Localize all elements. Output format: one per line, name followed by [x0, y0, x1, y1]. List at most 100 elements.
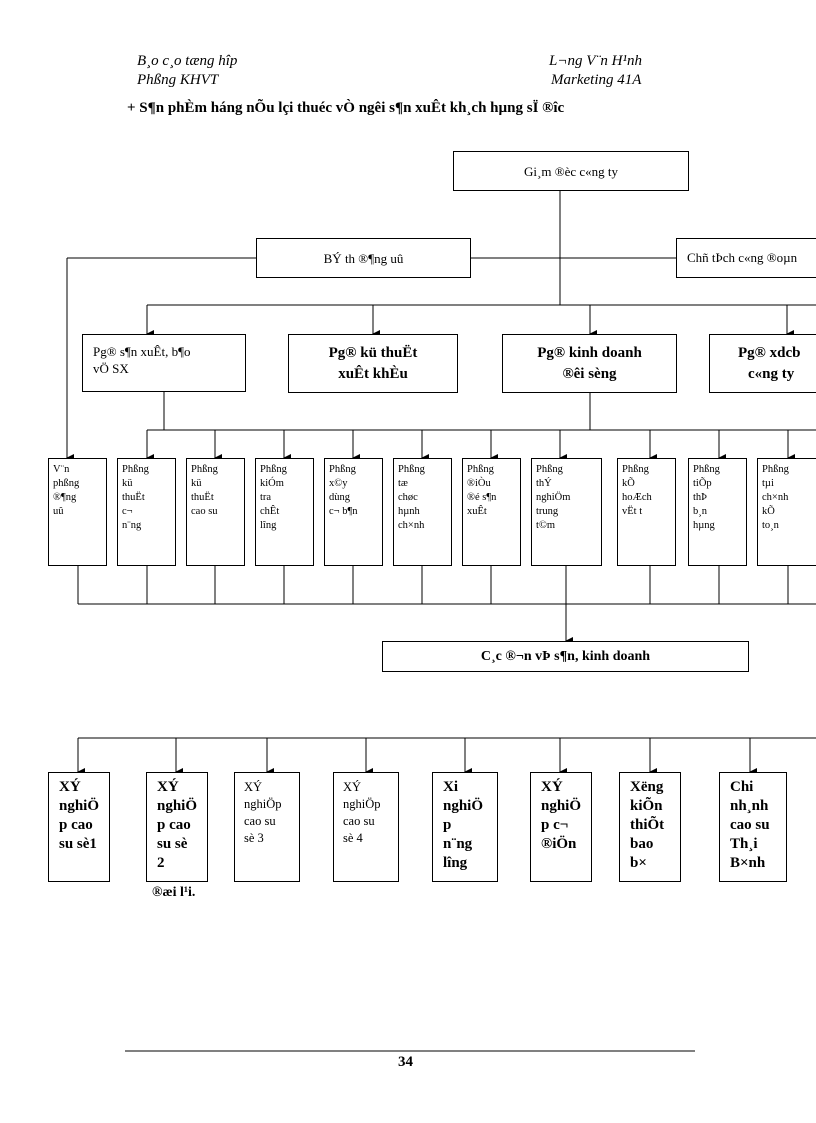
department-line: Phßng	[536, 464, 563, 475]
intro-text: + S¶n phÈm háng nÕu lçi thuéc vÒ ngêi s¶…	[127, 100, 565, 116]
enterprise-line: XÝ	[59, 779, 81, 795]
department-line: c¬ b¶n	[329, 506, 358, 517]
enterprise-line: B×nh	[730, 855, 766, 871]
department-box: V¨n phßng ®¶ng uû	[48, 458, 107, 566]
department-line: Phßng	[693, 464, 720, 475]
enterprise-line: Th¸i	[730, 836, 758, 852]
deputy-business-box: Pg® kinh doanh ®êi sèng	[502, 334, 677, 393]
department-line: dùng	[329, 492, 350, 503]
party-secretary-label: BÝ th ®¶ng uû	[323, 250, 404, 266]
enterprise-line: cao su	[244, 814, 276, 828]
enterprise-line: su sè	[157, 836, 188, 852]
enterprise-line: Xëng	[630, 779, 664, 795]
author-name: L¬ng V¨n H¹nh	[549, 53, 642, 69]
department-line: xuÊt	[467, 506, 487, 517]
department-line: x©y	[329, 478, 348, 489]
department-line: ch×nh	[762, 492, 789, 503]
department-line: cao su	[191, 506, 218, 517]
enterprise-line: nghiÖ	[157, 798, 198, 814]
department-line: thÞ	[693, 492, 708, 503]
enterprise-line: su sè1	[59, 836, 97, 852]
department-line: nghiÖm	[536, 492, 571, 503]
department-line: ®¶ng	[53, 492, 77, 503]
enterprise-line: nghiÖp	[244, 797, 282, 811]
enterprise-line: p cao	[59, 817, 93, 833]
department-line: t©m	[536, 520, 556, 531]
union-chairman-box: Chñ tÞch c«ng ®oµn	[676, 238, 816, 278]
enterprise-line: nghiÖ	[59, 798, 100, 814]
enterprise-line: n¨ng	[443, 836, 473, 852]
deputy-construction-box: Pg® xdcb c«ng ty	[709, 334, 816, 393]
department-line: thuËt	[122, 492, 145, 503]
department-line: tra	[260, 492, 272, 503]
enterprise-line: XÝ	[157, 779, 179, 795]
enterprise-line: thiÕt	[630, 817, 665, 833]
party-secretary-box: BÝ th ®¶ng uû	[256, 238, 471, 278]
department-line: Phßng	[260, 464, 287, 475]
enterprise-line: Chi	[730, 779, 754, 795]
department-box: Phßng thÝ nghiÖm trung t©m	[531, 458, 602, 566]
deputy-production-box: Pg® s¶n xuÊt, b¶o vÖ SX	[82, 334, 246, 392]
enterprise-line: XÝ	[343, 780, 362, 794]
enterprise-line: XÝ	[541, 779, 563, 795]
department-line: Phßng	[122, 464, 149, 475]
enterprise-line: nghiÖ	[443, 798, 484, 814]
production-units-label: C¸c ®¬n vÞ s¶n, kinh doanh	[480, 649, 651, 664]
department-line: phßng	[53, 478, 80, 489]
enterprise-line: nh¸nh	[730, 798, 769, 814]
department-line: hµng	[693, 520, 715, 531]
department-line: V¨n	[53, 464, 70, 475]
enterprise-box: XÝ nghiÖp cao su sè 3	[234, 772, 300, 882]
department-line: ch×nh	[398, 520, 425, 531]
director-box: Gi¸m ®èc c«ng ty	[453, 151, 689, 191]
deputy-business-line2: ®êi sèng	[562, 366, 617, 382]
enterprise-box: XÝ nghiÖ p c¬ ®iÖn	[530, 772, 592, 882]
department-line: kÕ	[762, 506, 775, 517]
department-name: Phßng KHVT	[137, 72, 219, 88]
enterprise-line: kiÕn	[630, 798, 663, 814]
department-line: hµnh	[398, 506, 420, 517]
enterprise-line: bao	[630, 836, 654, 852]
enterprise-line: p	[443, 817, 452, 833]
department-line: uû	[53, 506, 64, 517]
department-line: thÝ	[536, 478, 552, 489]
continuation-text: ®æi l¹i.	[152, 885, 196, 900]
deputy-production-line1: Pg® s¶n xuÊt, b¶o	[93, 344, 191, 359]
enterprise-line: p cao	[157, 817, 191, 833]
department-line: Phßng	[329, 464, 356, 475]
enterprise-line: sè 3	[244, 831, 264, 845]
enterprise-line: XÝ	[244, 780, 263, 794]
deputy-construction-line1: Pg® xdcb	[738, 345, 801, 361]
deputy-construction-line2: c«ng ty	[748, 366, 795, 382]
department-line: trung	[536, 506, 559, 517]
deputy-technical-box: Pg® kü thuËt xuÊt khÈu	[288, 334, 458, 393]
director-label: Gi¸m ®èc c«ng ty	[524, 163, 618, 179]
deputy-technical-line2: xuÊt khÈu	[338, 366, 408, 382]
enterprise-line: nghiÖp	[343, 797, 381, 811]
department-line: ®é s¶n	[467, 492, 497, 503]
department-line: Phßng	[191, 464, 218, 475]
department-line: kü	[122, 478, 133, 489]
department-line: tiÕp	[693, 478, 712, 489]
department-line: Phßng	[622, 464, 649, 475]
report-title: B¸o c¸o tæng hîp	[137, 53, 238, 69]
department-box: Phßng x©y dùng c¬ b¶n	[324, 458, 383, 566]
enterprise-line: nghiÖ	[541, 798, 582, 814]
department-line: kü	[191, 478, 202, 489]
enterprise-line: p c¬	[541, 817, 569, 833]
department-line: kÕ	[622, 478, 635, 489]
enterprise-line: ®iÖn	[541, 836, 577, 852]
production-units-box: C¸c ®¬n vÞ s¶n, kinh doanh	[382, 641, 749, 672]
enterprise-line: b×	[630, 855, 647, 871]
department-line: to¸n	[762, 520, 779, 531]
union-chairman-label: Chñ tÞch c«ng ®oµn	[687, 250, 798, 265]
department-line: vËt t	[622, 506, 643, 517]
department-line: tµi	[762, 478, 774, 489]
